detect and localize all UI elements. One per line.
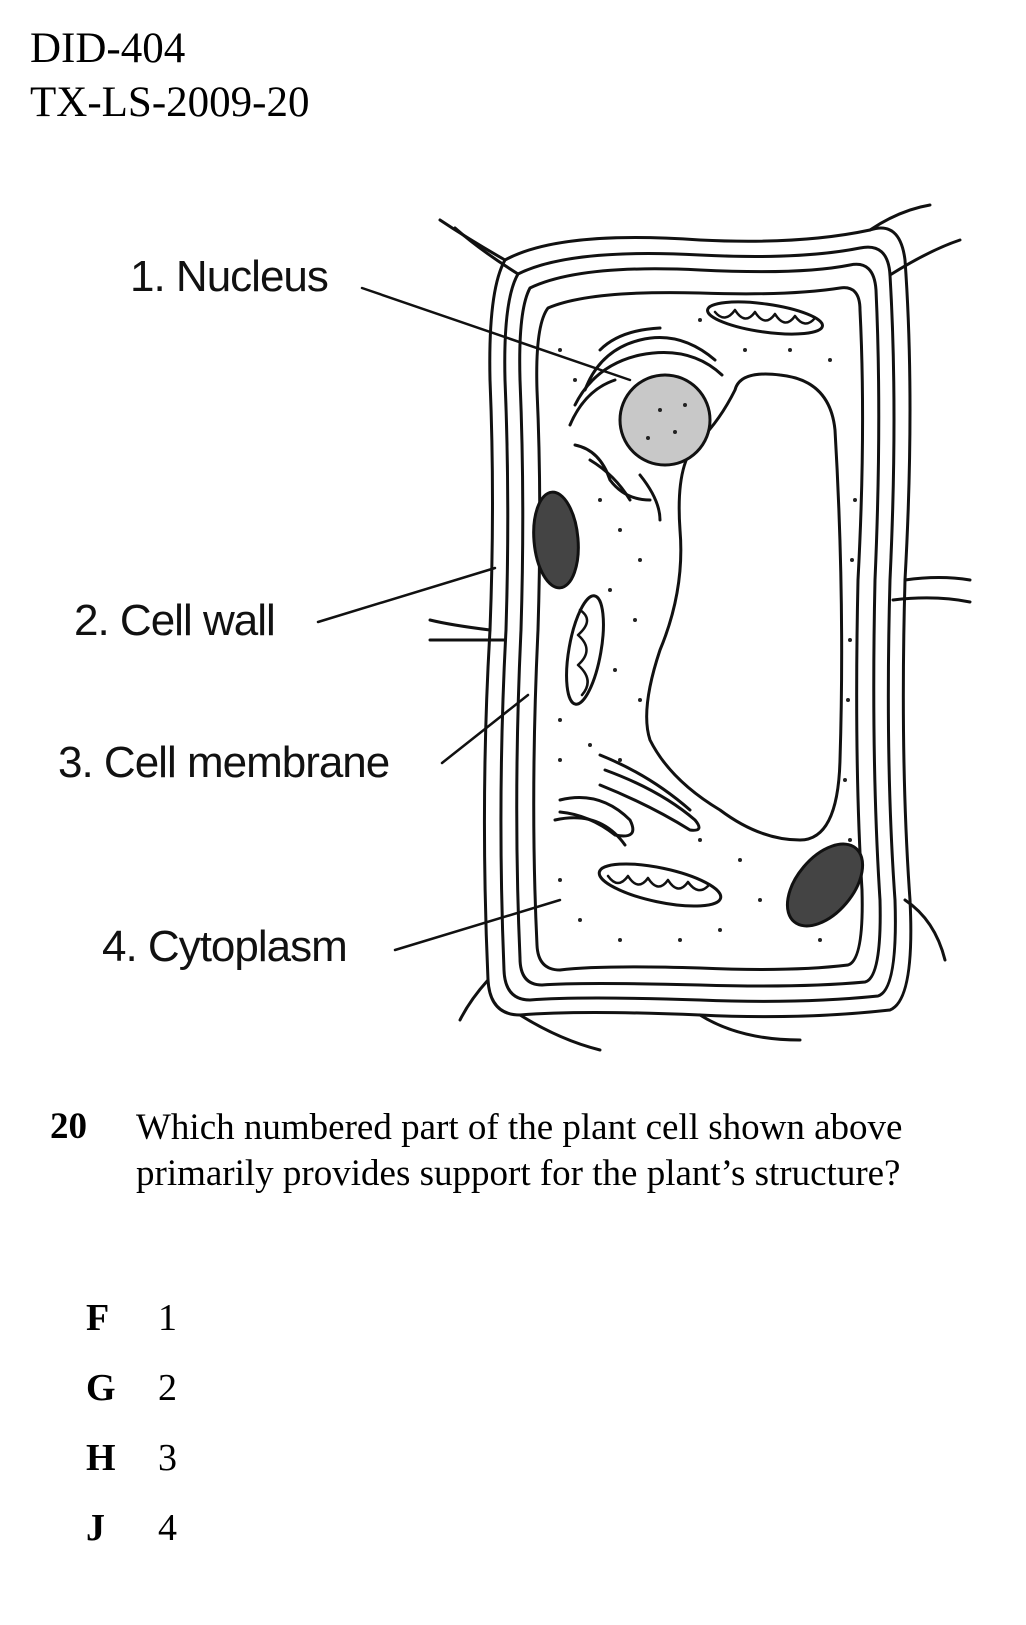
plant-cell-illustration	[316, 203, 972, 1052]
choice-letter: J	[86, 1507, 105, 1549]
cell-wall-leader-line	[316, 566, 497, 624]
choice-value: 3	[158, 1437, 177, 1479]
label-nucleus: 1. Nucleus	[130, 252, 329, 301]
label-cell-membrane: 3. Cell membrane	[58, 738, 390, 787]
choice-letter: G	[86, 1367, 116, 1409]
document-id-line-1: DID-404	[30, 25, 186, 72]
cell-wall-inner	[515, 262, 882, 988]
choice-value: 4	[158, 1507, 177, 1549]
nucleus-shape	[618, 373, 712, 467]
choice-value: 2	[158, 1367, 177, 1409]
label-cytoplasm: 4. Cytoplasm	[102, 922, 348, 971]
cytoplasm-leader-line	[393, 898, 562, 952]
document-id-line-2: TX-LS-2009-20	[30, 79, 310, 126]
choice-letter: H	[86, 1437, 116, 1479]
vacuole-outline	[645, 372, 844, 842]
nucleus-leader-line	[360, 286, 632, 382]
label-cell-wall: 2. Cell wall	[74, 596, 276, 645]
cell-membrane-leader-line	[440, 693, 530, 765]
document-id: DID-404 TX-LS-2009-20	[30, 22, 309, 130]
choice-value: 1	[158, 1297, 177, 1339]
choice-letter: F	[86, 1297, 110, 1339]
cell-wall-mid	[499, 245, 897, 1003]
question-number: 20	[50, 1106, 87, 1147]
question-text: Which numbered part of the plant cell sh…	[136, 1107, 903, 1194]
cell-membrane-outline	[532, 286, 865, 972]
plant-cell-diagram: 1. Nucleus 2. Cell wall 3. Cell membrane…	[0, 200, 1026, 1060]
